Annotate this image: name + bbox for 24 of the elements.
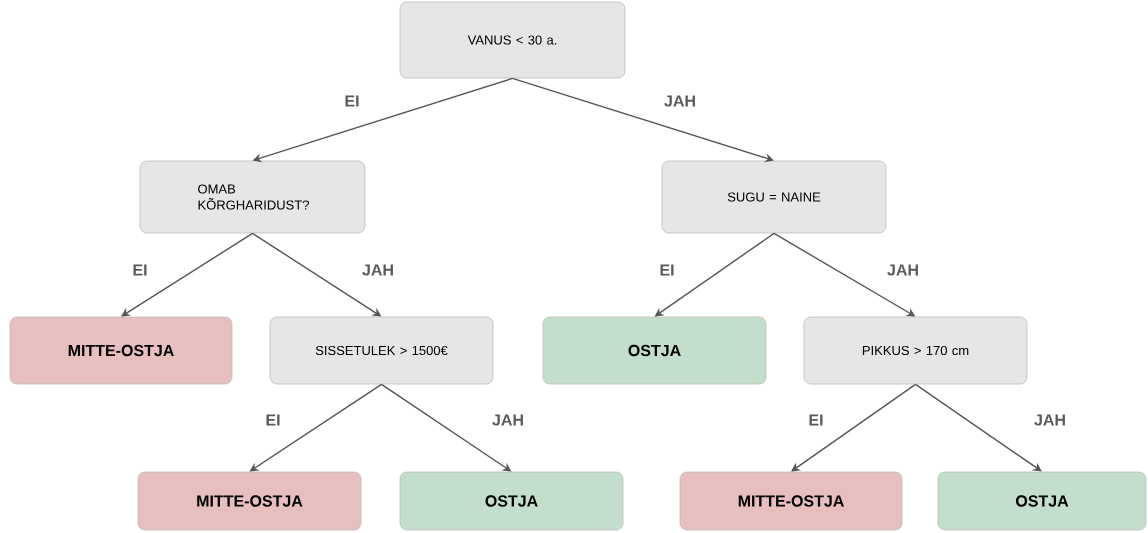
- edge-label: EI: [660, 264, 674, 276]
- non-buyer-box: MITTE-OSTJA: [137, 471, 362, 531]
- buyer-box: OSTJA: [937, 471, 1147, 531]
- buyer-box: OSTJA: [399, 471, 624, 531]
- buyer-box: OSTJA: [542, 316, 767, 385]
- edge-label: EI: [809, 414, 823, 426]
- question-box: VANUS < 30 a.: [399, 1, 626, 79]
- edge-label: JAH: [664, 95, 695, 107]
- edge-label: JAH: [492, 414, 523, 426]
- edge-label: JAH: [1034, 414, 1065, 426]
- edge-label: EI: [345, 95, 359, 107]
- edge-label: EI: [266, 414, 280, 426]
- arrow: [121, 232, 254, 317]
- question-box: OMAB KÕRGHARIDUST?: [139, 160, 366, 234]
- non-buyer-box: MITTE-OSTJA: [9, 316, 233, 385]
- question-box: SISSETULEK > 1500€: [269, 316, 494, 385]
- edge-label: EI: [133, 264, 147, 276]
- question-box: SUGU = NAINE: [661, 160, 887, 234]
- question-box: PIKKUS > 170 cm: [803, 316, 1028, 385]
- non-buyer-box: MITTE-OSTJA: [679, 471, 903, 531]
- arrow: [791, 383, 917, 472]
- edge-label: JAH: [887, 264, 918, 276]
- arrow: [914, 383, 1042, 472]
- edge-label: JAH: [362, 264, 393, 276]
